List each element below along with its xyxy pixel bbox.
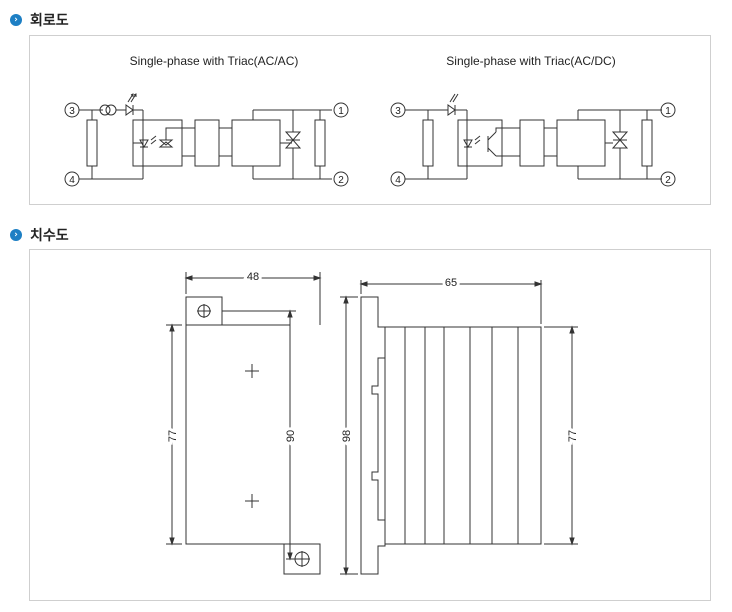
terminal-label-3-left: 3 (69, 106, 75, 117)
terminal-label-4-left: 4 (69, 175, 75, 186)
section-heading-dimension: › 치수도 (10, 225, 69, 245)
chevron-right-icon: › (10, 229, 22, 241)
terminal-label-2-left: 2 (338, 175, 344, 186)
terminal-label-1-right: 1 (665, 106, 671, 117)
dim-label-48: 48 (247, 271, 259, 283)
chevron-right-icon: › (10, 14, 22, 26)
front-body (185, 324, 291, 545)
dim-label-65: 65 (445, 277, 457, 289)
section-title-dimension: 치수도 (30, 228, 69, 244)
dimension-drawing-panel: 48 65 77 90 98 77 (29, 249, 711, 601)
side-heatsink (384, 326, 542, 545)
terminal-label-2-right: 2 (665, 175, 671, 186)
terminal-label-4-right: 4 (395, 175, 401, 186)
section-title-circuit: 회로도 (30, 13, 69, 29)
dimension-drawing: 48 65 77 90 98 77 (164, 268, 582, 576)
dim-label-77-front: 77 (167, 430, 179, 442)
terminal-label-1-left: 1 (338, 106, 344, 117)
section-heading-circuit: › 회로도 (10, 10, 69, 30)
terminal-label-3-right: 3 (395, 106, 401, 117)
terminal-1-left (333, 102, 349, 118)
terminal-1-right (660, 102, 676, 118)
terminal-2-left (333, 171, 349, 187)
front-bottom-tab (283, 543, 321, 575)
dim-label-90: 90 (285, 430, 297, 442)
circuit-diagram: Single-phase with Triac(AC/AC) Single-ph… (64, 54, 676, 187)
circuit-title-ac-ac: Single-phase with Triac(AC/AC) (130, 54, 299, 68)
circuit-diagram-panel: Single-phase with Triac(AC/AC) Single-ph… (29, 35, 711, 205)
dim-label-98: 98 (341, 430, 353, 442)
dim-label-77-side: 77 (567, 430, 579, 442)
side-din-clip (360, 296, 386, 575)
circuit-title-ac-dc: Single-phase with Triac(AC/DC) (446, 54, 615, 68)
terminal-2-right (660, 171, 676, 187)
